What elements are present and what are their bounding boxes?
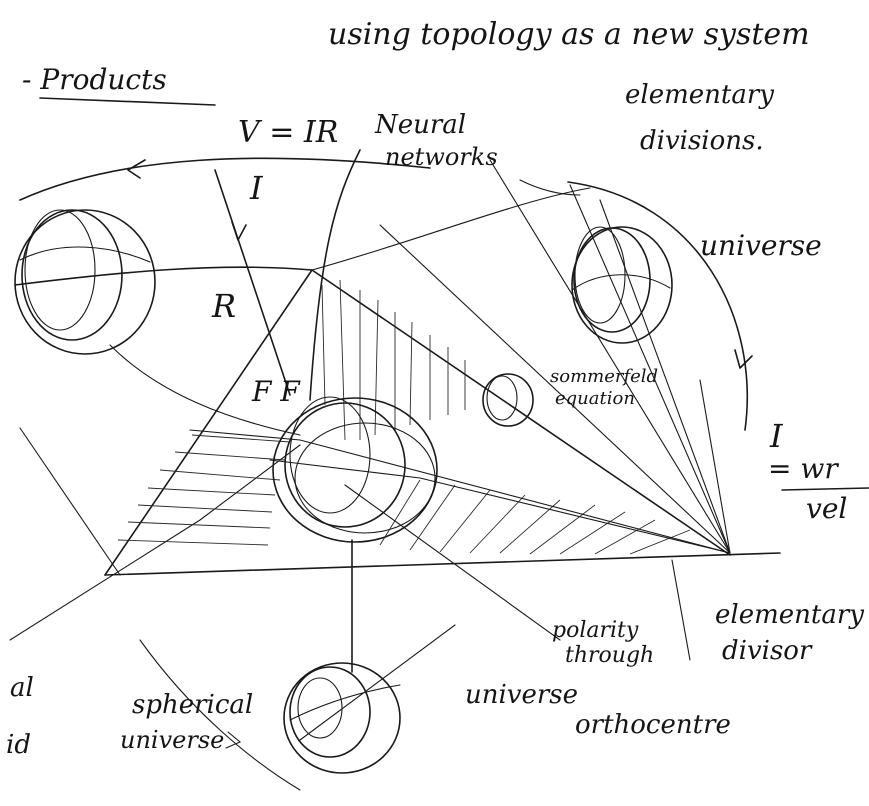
title-text: using topology as a new system [328, 20, 810, 50]
left-horizontal [15, 267, 312, 285]
current-axis-arrow [232, 222, 246, 240]
divisor-line [672, 560, 690, 660]
elementary-divisor-label-1: elementary [715, 602, 864, 628]
fraction-bar [782, 488, 869, 490]
hatch-boundary [270, 460, 730, 553]
top-right-line [312, 188, 590, 270]
equation-denominator: vel [806, 495, 847, 523]
bottom-line [300, 625, 455, 740]
quad-bottom [105, 553, 780, 575]
neural-label: Neural [375, 112, 466, 138]
equation-numerator: = wr [768, 455, 838, 483]
quad-left [105, 270, 312, 575]
bottom-sphere [284, 663, 400, 773]
spherical-universe-label: universe [120, 728, 224, 752]
sommerfeld-label-2: equation [555, 390, 635, 408]
current-label-top: I [250, 172, 263, 204]
polarity-label-2: through [565, 645, 654, 667]
top-arc [20, 158, 430, 200]
small-sphere [483, 374, 533, 426]
orthocentre-label: orthocentre [575, 712, 731, 738]
ff-label: F F [252, 378, 300, 406]
neural-curve [310, 150, 360, 400]
universe-right-label: universe [700, 232, 822, 260]
current-label-right: I [770, 420, 783, 452]
products-label: - Products [22, 66, 167, 94]
polarity-line [345, 485, 560, 640]
sommerfeld-label-1: sommerfeld [550, 368, 658, 386]
left-extend [10, 445, 300, 640]
products-underline [40, 98, 215, 105]
spherical-label: spherical [132, 692, 253, 718]
right-sphere [572, 227, 672, 343]
top-arc-arrow [128, 160, 145, 178]
resistance-label: R [212, 290, 236, 322]
elementary-divisions-label-1: elementary [625, 82, 774, 108]
universe-bottom-label: universe [465, 682, 578, 708]
quad-top [312, 270, 730, 555]
edge-text-1: al [10, 675, 34, 701]
elementary-divisions-label-2: divisions. [640, 128, 764, 154]
left-edge-line [20, 428, 120, 575]
hatch-boundary-2 [190, 430, 730, 553]
edge-text-2: id [6, 732, 31, 758]
ohms-law-label: V = IR [238, 118, 338, 148]
left-hatch [118, 435, 290, 545]
elementary-divisor-label-2: divisor [722, 638, 811, 664]
right-hatch [380, 480, 690, 554]
polarity-label-1: polarity [552, 620, 638, 642]
networks-label: networks [385, 145, 498, 169]
